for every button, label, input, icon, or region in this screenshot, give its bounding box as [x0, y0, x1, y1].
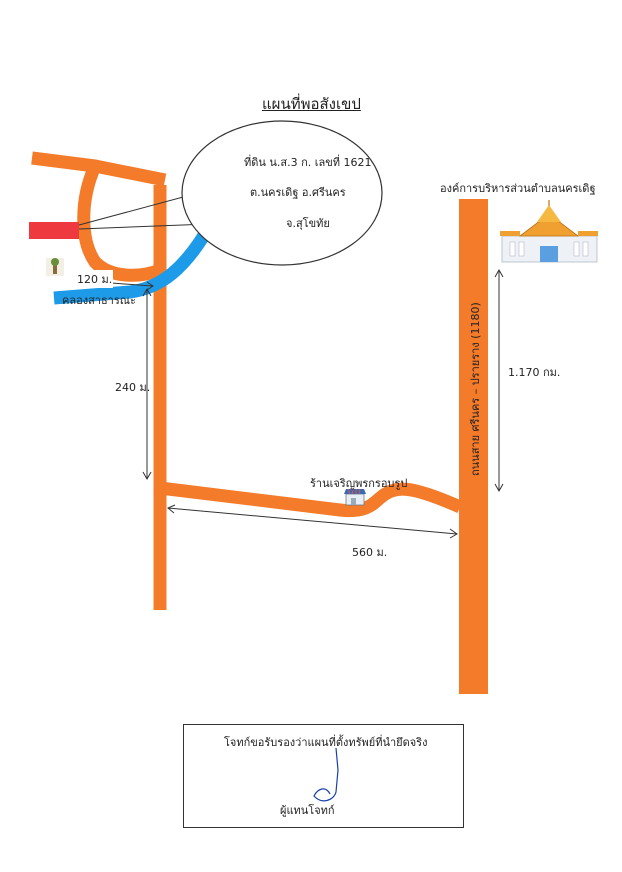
land-info-line-2: ต.นครเดิฐ อ.ศรีนคร — [250, 186, 346, 199]
certification-box: โจทก์ขอรับรองว่าแผนที่ตั้งทรัพย์ที่นำยึด… — [183, 724, 464, 828]
land-info-line-1: ที่ดิน น.ส.3 ก. เลขที่ 1621 — [244, 156, 372, 169]
connector-road — [159, 481, 463, 518]
certification-statement: โจทก์ขอรับรองว่าแผนที่ตั้งทรัพย์ที่นำยึด… — [224, 736, 428, 749]
signature-scribble — [313, 747, 339, 802]
office-label: องค์การบริหารส่วนตำบลนครเดิฐ — [440, 182, 596, 195]
certification-signer: ผู้แทนโจทก์ — [280, 804, 335, 817]
distance-1170km: 1.170 กม. — [508, 366, 561, 379]
loop-road — [77, 159, 167, 282]
shop-icon — [344, 488, 366, 506]
distance-120m: 120 ม. — [76, 270, 114, 288]
canal — [53, 218, 218, 305]
map-title: แผนที่พอสังเขป — [262, 95, 361, 113]
info-bubble — [181, 120, 383, 266]
land-plot-marker — [29, 222, 79, 239]
arrow-1170km — [494, 268, 504, 493]
land-info-line-3: จ.สุโขทัย — [286, 217, 330, 230]
arrow-240m — [142, 287, 152, 481]
office-building-icon — [500, 200, 598, 263]
shop-label: ร้านเจริญพรกรอบรูป — [310, 477, 408, 490]
distance-240m: 240 ม. — [115, 381, 151, 394]
arrow-560m — [167, 504, 458, 539]
tree-landmark-icon — [46, 258, 64, 276]
pointer-line-2 — [78, 223, 210, 230]
distance-560m: 560 ม. — [350, 543, 390, 561]
highway-1180 — [459, 199, 488, 694]
canal-label: คลองสาธารณะ — [62, 294, 136, 307]
highway-label: ถนนสาย ศรีนคร – ปรายราง (1180) — [469, 302, 482, 476]
pointer-line-1 — [78, 192, 199, 226]
